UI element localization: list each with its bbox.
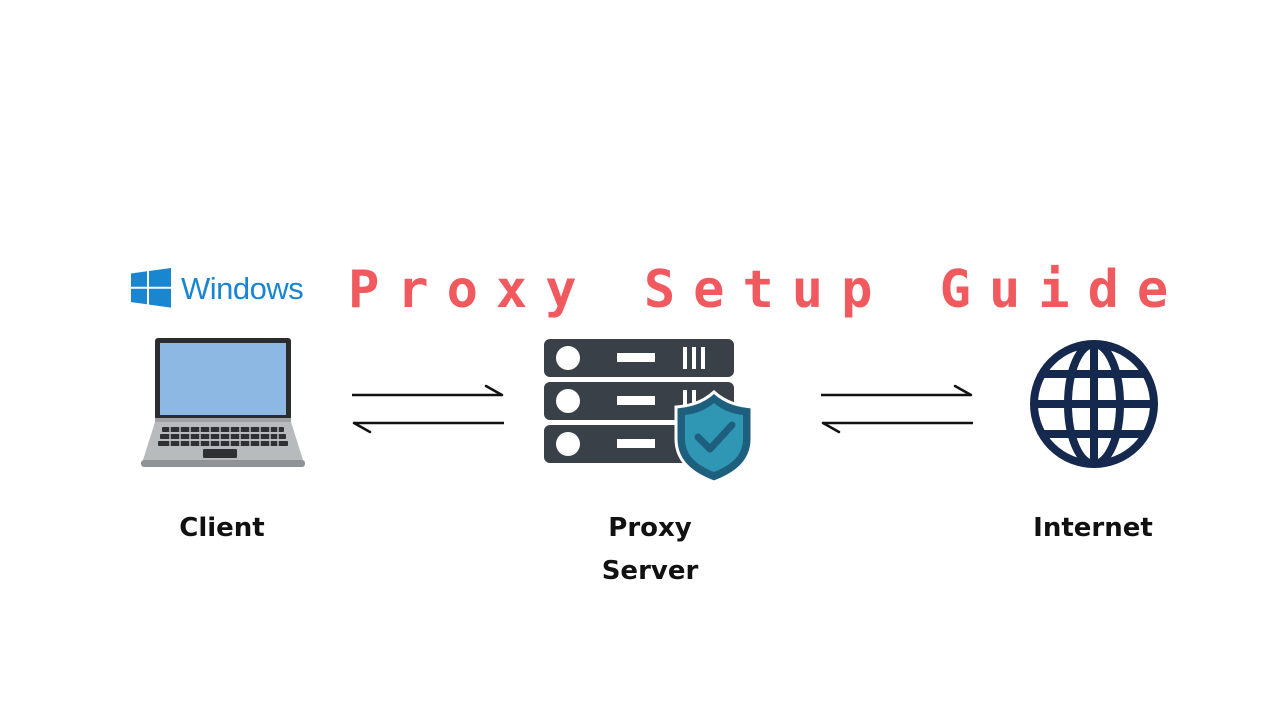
internet-label: Internet xyxy=(1033,513,1153,543)
page-title: Proxy Setup Guide xyxy=(348,260,1187,320)
globe-icon xyxy=(1030,340,1158,468)
proxy-label-line1: Proxy xyxy=(608,513,692,543)
windows-logo xyxy=(131,268,321,312)
windows-flag-icon xyxy=(131,268,171,308)
arrow-proxy-internet xyxy=(821,384,973,434)
arrow-client-proxy xyxy=(352,384,504,434)
laptop-icon xyxy=(141,338,305,467)
proxy-label-line2: Server xyxy=(601,556,699,586)
client-label: Client xyxy=(179,513,265,543)
check-icon xyxy=(694,421,736,453)
server-shield-icon xyxy=(544,339,754,484)
proxy-server-label: Proxy Server xyxy=(560,507,740,593)
windows-logo-text: Windows xyxy=(181,271,304,306)
